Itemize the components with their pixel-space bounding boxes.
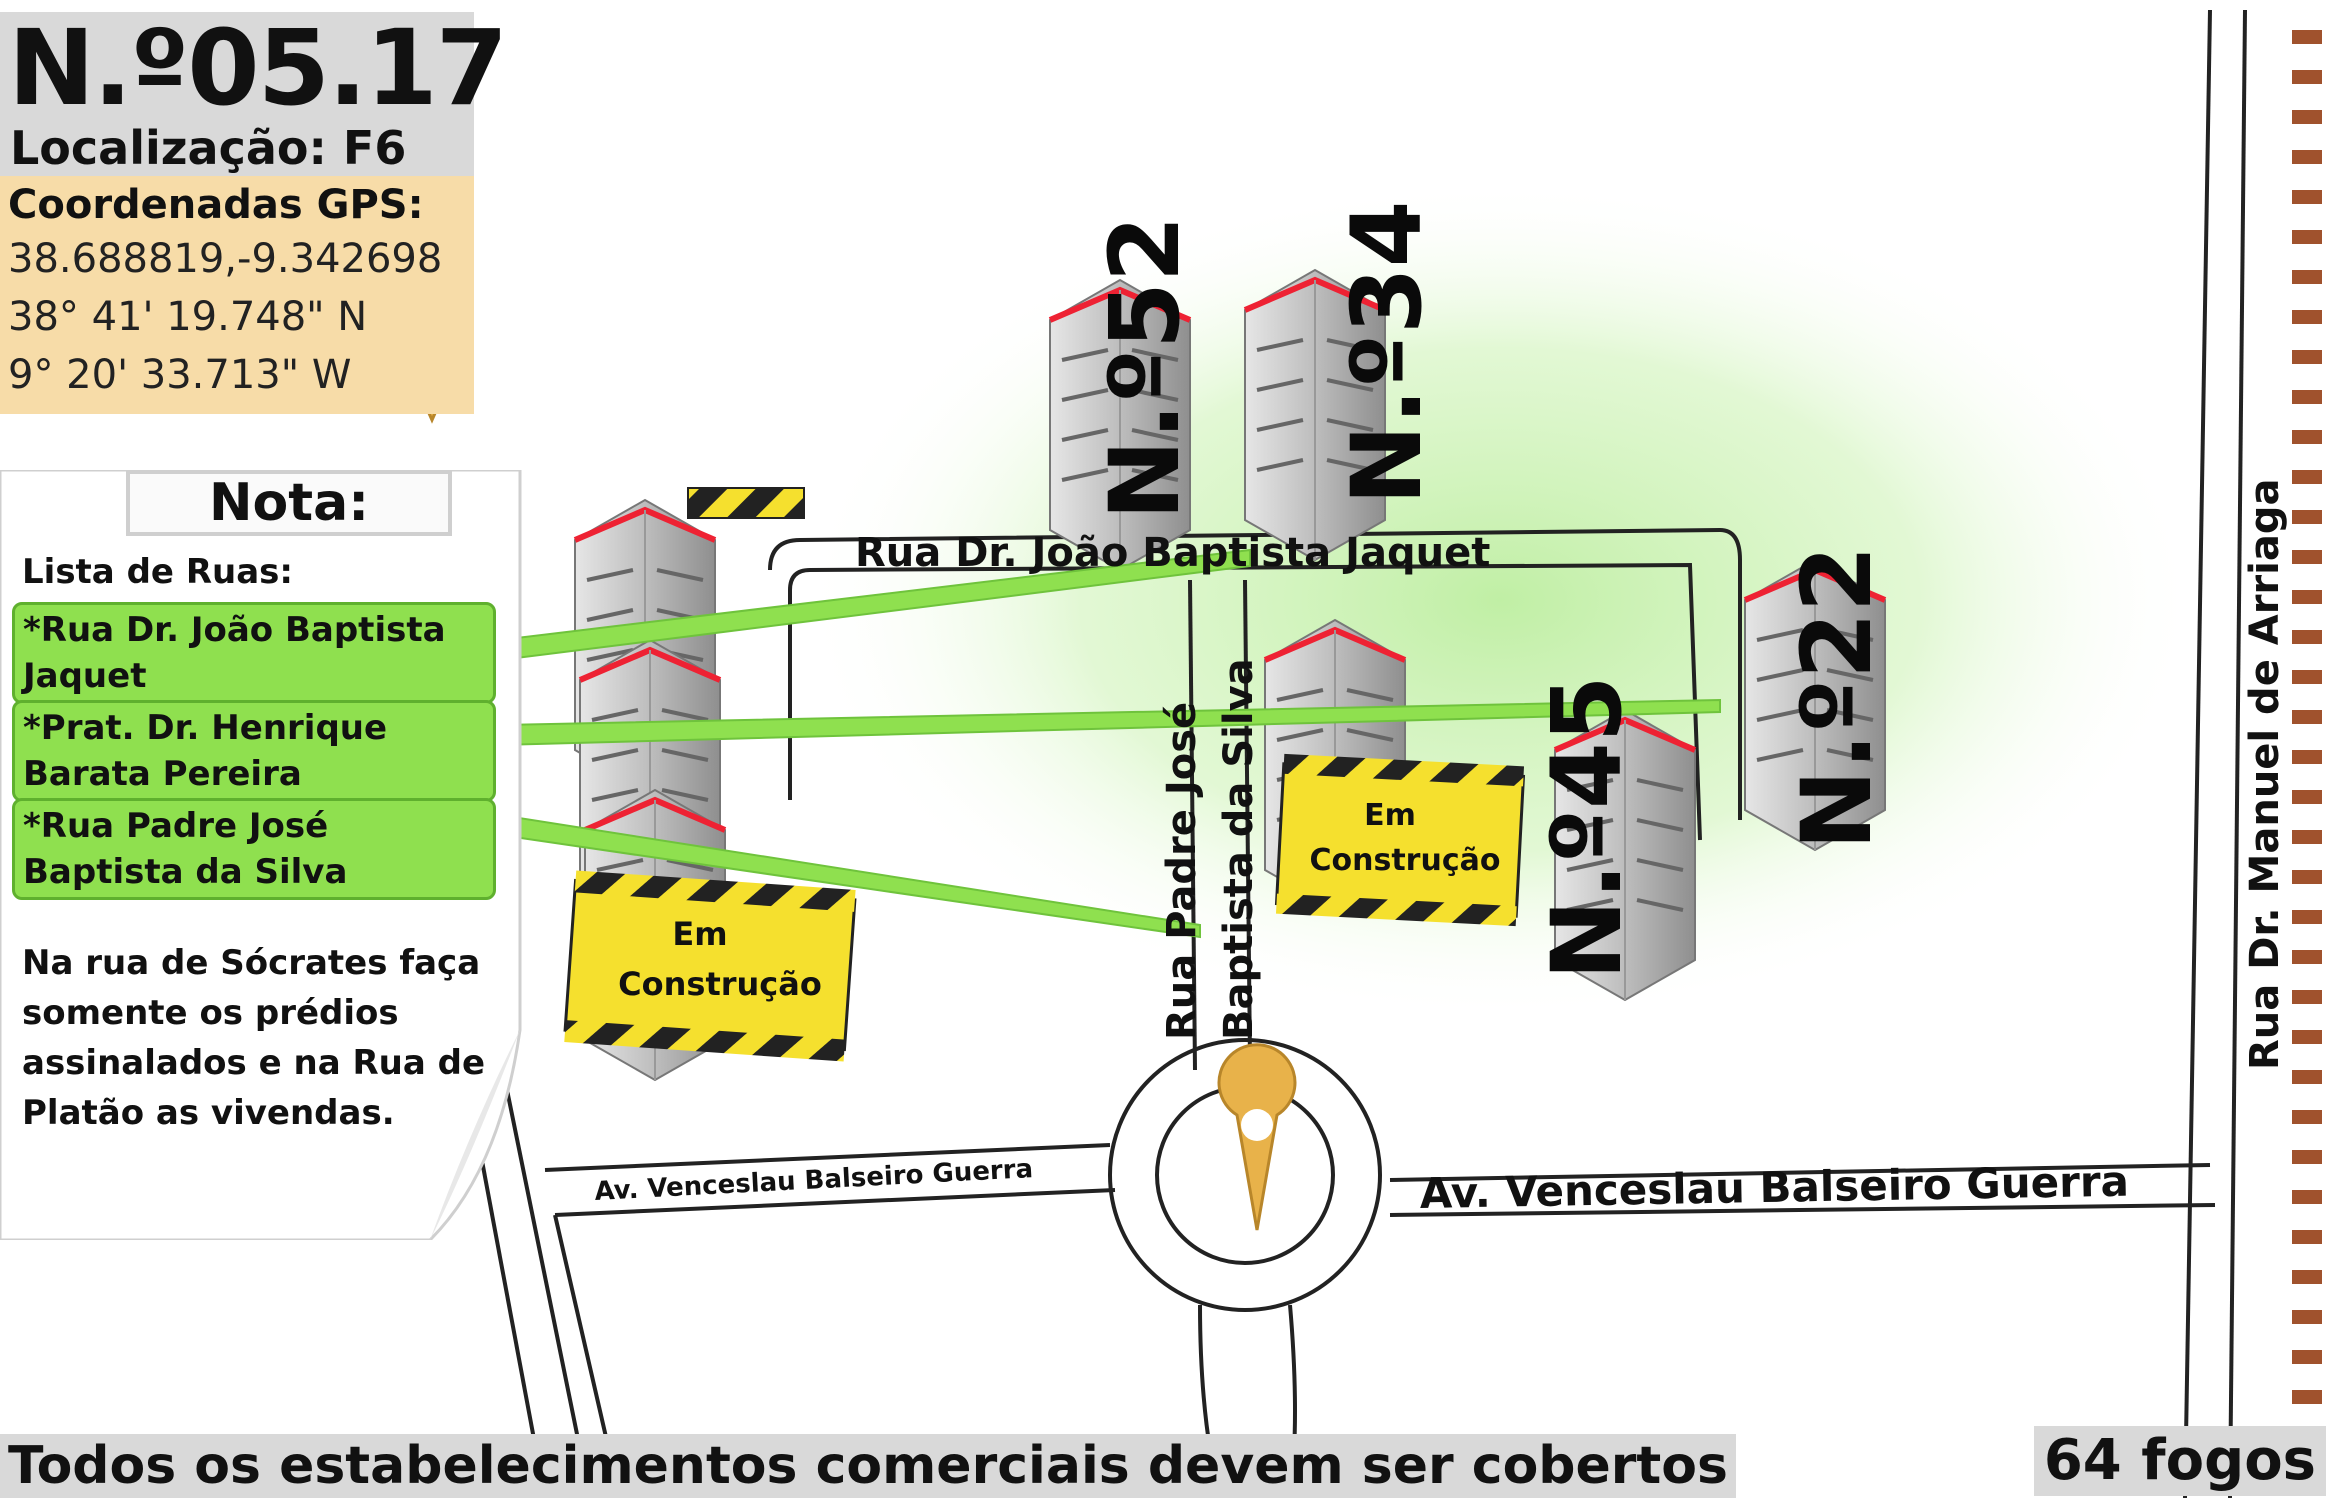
street-label-arriaga: Rua Dr. Manuel de Arriaga (2242, 479, 2288, 1070)
territory-number: N.º05.17 (0, 12, 508, 124)
street-label-jaquet: Rua Dr. João Baptista Jaquet (855, 530, 1490, 576)
railway-tie (2292, 470, 2322, 484)
railway-tie (2292, 1150, 2322, 1164)
railway-tie (2292, 710, 2322, 724)
railway-tie (2292, 1190, 2322, 1204)
territory-header: N.º05.17 Localização: F6 Coordenadas GPS… (0, 12, 508, 414)
building-label-n22: N.º22 (1781, 545, 1893, 850)
railway-tie (2292, 870, 2322, 884)
note-text-line: Platão as vivendas. (22, 1093, 395, 1133)
railway-tie (2292, 1110, 2322, 1124)
railway-tie (2292, 750, 2322, 764)
railway-tie (2292, 550, 2322, 564)
railway-ties (2292, 30, 2322, 1444)
railway-tie (2292, 190, 2322, 204)
sign-center-line1: Em (1364, 798, 1416, 833)
note-title: Nota: (126, 470, 452, 536)
construction-sign-center: Em Construção (1274, 753, 1526, 927)
footer-note: Todos os estabelecimentos comerciais dev… (0, 1434, 1736, 1498)
gps-latitude: 38° 41' 19.748" N (8, 294, 368, 340)
note-text-line: assinalados e na Rua de (22, 1043, 486, 1083)
note-panel: Nota: Lista de Ruas: *Rua Dr. João Bapti… (0, 470, 560, 1240)
railway-tie (2292, 430, 2322, 444)
street-item-line1: *Rua Dr. João Baptista (23, 610, 446, 650)
street-label-padre-1: Rua Padre José (1159, 702, 1205, 1040)
railway-tie (2292, 1070, 2322, 1084)
street-item-padre: *Rua Padre José Baptista da Silva (12, 798, 496, 900)
railway-tie (2292, 670, 2322, 684)
street-label-padre-2: Baptista da Silva (1216, 658, 1262, 1040)
street-item-line2: Baptista da Silva (23, 852, 348, 892)
street-pointers (499, 548, 1721, 939)
railway-tie (2292, 390, 2322, 404)
railway-tie (2292, 630, 2322, 644)
railway-tie (2292, 310, 2322, 324)
location-pin-icon (1217, 1043, 1297, 1231)
railway-tie (2292, 950, 2322, 964)
railway-tie (2292, 790, 2322, 804)
street-item-line2: Barata Pereira (23, 754, 302, 794)
railway-tie (2292, 1030, 2322, 1044)
note-text-line: somente os prédios (22, 993, 399, 1033)
street-label-venceslau-small: Av. Venceslau Balseiro Guerra (594, 1154, 1034, 1207)
railway-tie (2292, 830, 2322, 844)
sign-left-line1: Em (672, 915, 727, 953)
gps-decimal: 38.688819,-9.342698 (8, 236, 443, 282)
gps-longitude: 9° 20' 33.713" W (8, 352, 352, 398)
railway-tie (2292, 350, 2322, 364)
streets-heading: Lista de Ruas: (22, 552, 293, 592)
building-label-n52: N.º52 (1089, 215, 1201, 520)
railway-tie (2292, 1230, 2322, 1244)
railway-tie (2292, 150, 2322, 164)
railway-tie (2292, 990, 2322, 1004)
railway-tie (2292, 910, 2322, 924)
territory-location: Localização: F6 (0, 120, 474, 176)
railway-tie (2292, 510, 2322, 524)
street-item-barata: *Prat. Dr. Henrique Barata Pereira (12, 700, 496, 802)
railway-tie (2292, 1390, 2322, 1404)
railway-tie (2292, 110, 2322, 124)
sign-left-line2: Construção (618, 965, 822, 1003)
construction-barrier-icon (687, 487, 805, 519)
unit-count: 64 fogos (2033, 1426, 2326, 1496)
building-label-n45: N.º45 (1531, 675, 1643, 980)
street-item-line2: Jaquet (23, 656, 147, 696)
street-item-line1: *Rua Padre José (23, 806, 329, 846)
gps-title: Coordenadas GPS: (8, 182, 424, 228)
railway-tie (2292, 30, 2322, 44)
building-label-n34: N.º34 (1331, 200, 1443, 505)
railway-tie (2292, 70, 2322, 84)
note-text-line: Na rua de Sócrates faça (22, 943, 481, 983)
railway-tie (2292, 230, 2322, 244)
sign-center-line2: Construção (1310, 843, 1501, 878)
railway-tie (2292, 1270, 2322, 1284)
railway-tie (2292, 270, 2322, 284)
note-text: Na rua de Sócrates faça somente os prédi… (22, 938, 542, 1138)
construction-sign-left: Em Construção (563, 870, 857, 1062)
street-item-line1: *Prat. Dr. Henrique (23, 708, 388, 748)
street-item-jaquet: *Rua Dr. João Baptista Jaquet (12, 602, 496, 704)
railway-tie (2292, 1350, 2322, 1364)
railway-tie (2292, 590, 2322, 604)
railway-tie (2292, 1310, 2322, 1324)
gps-box: Coordenadas GPS: 38.688819,-9.342698 38°… (0, 176, 474, 414)
